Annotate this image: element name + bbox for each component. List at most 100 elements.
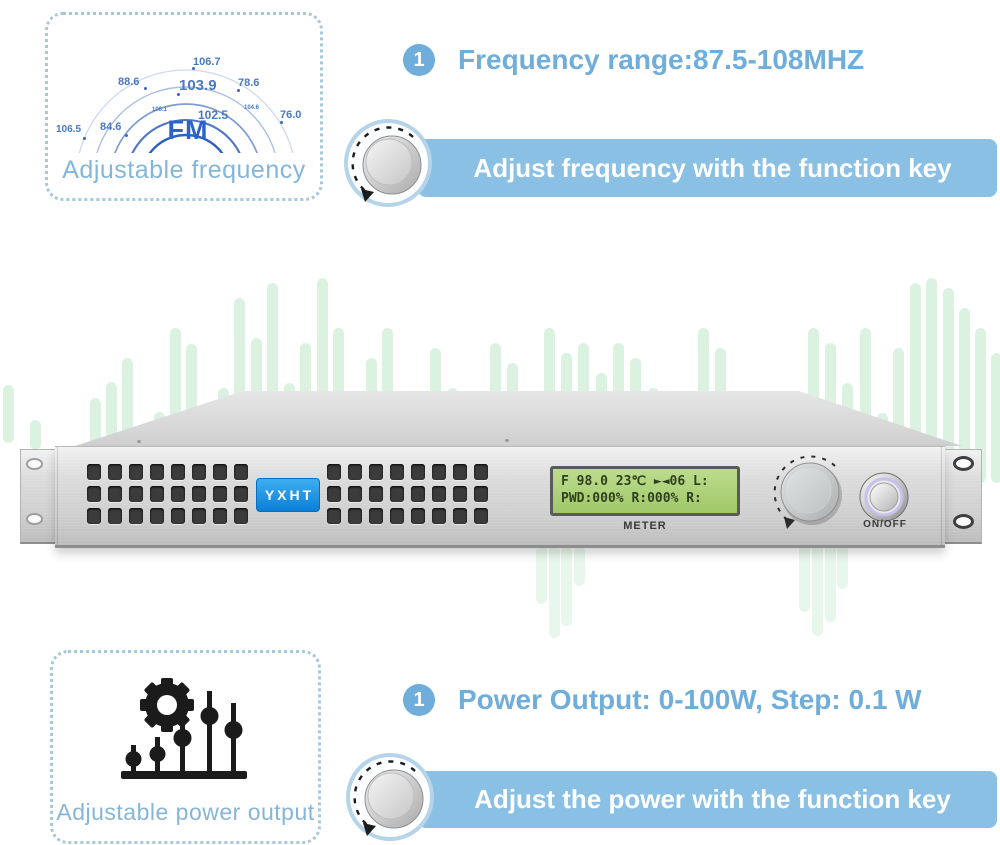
frequency-dot [192, 67, 195, 70]
power-button[interactable] [858, 471, 910, 528]
brand-badge: YXHT [256, 478, 320, 512]
frequency-dot [237, 89, 240, 92]
frequency-label: 104.6 [244, 105, 260, 111]
fm-arcs-diagram [78, 69, 294, 153]
knob-illustration-frequency [343, 118, 433, 208]
vent-hole [453, 486, 467, 502]
vent-hole [213, 464, 227, 480]
vent-hole [87, 464, 101, 480]
vent-hole [327, 486, 341, 502]
screw-dot [137, 440, 141, 443]
vent-hole [411, 508, 425, 524]
vent-hole [192, 508, 206, 524]
vent-hole [192, 486, 206, 502]
frequency-dot [177, 93, 180, 96]
frequency-label: 78.6 [238, 77, 260, 89]
eq-bar [3, 385, 14, 443]
eq-bar [122, 358, 133, 488]
vent-hole [87, 508, 101, 524]
vent-hole [108, 464, 122, 480]
knob-illustration-power [345, 752, 435, 842]
eq-bar [943, 288, 954, 488]
vent-hole [348, 486, 362, 502]
vent-hole [213, 508, 227, 524]
eq-bar [808, 328, 819, 444]
frequency-dot [83, 137, 86, 140]
eq-bar-reflection [549, 546, 560, 638]
vent-hole [171, 464, 185, 480]
function-knob[interactable] [765, 447, 855, 542]
vent-hole [213, 486, 227, 502]
vent-hole [87, 486, 101, 502]
frequency-banner: Adjust frequency with the function key [418, 139, 997, 197]
rack-ear-left [20, 449, 60, 544]
rack-ear-right [942, 449, 982, 544]
eq-bar [698, 328, 709, 444]
vent-hole [390, 464, 404, 480]
eq-bar-reflection [536, 546, 547, 604]
vent-hole [411, 486, 425, 502]
vent-hole [171, 486, 185, 502]
vent-hole [108, 508, 122, 524]
eq-bar-reflection [812, 544, 823, 636]
gear-sliders-icon [119, 675, 251, 792]
vent-hole [432, 486, 446, 502]
frequency-dot [280, 121, 283, 124]
power-feature-panel: Adjustable power output [50, 650, 321, 844]
frequency-label: 100.1 [152, 107, 168, 113]
vent-hole [234, 486, 248, 502]
vent-hole [348, 508, 362, 524]
step-badge-power: 1 [403, 684, 435, 716]
frequency-panel-caption: Adjustable frequency [62, 156, 306, 184]
vent-hole [390, 486, 404, 502]
mounting-hole [953, 456, 974, 471]
eq-bar [975, 328, 986, 483]
frequency-dot [144, 87, 147, 90]
eq-bar [170, 328, 181, 488]
eq-bar-reflection [799, 544, 810, 612]
eq-bar [860, 328, 871, 444]
power-button-label: ON/OFF [863, 519, 907, 530]
eq-bar-reflection [574, 546, 585, 586]
vent-hole [390, 508, 404, 524]
frequency-dot [125, 134, 128, 137]
vent-hole [234, 464, 248, 480]
vent-hole [369, 486, 383, 502]
eq-bar-reflection [825, 544, 836, 622]
eq-bar [317, 278, 328, 488]
screw-dot [505, 439, 509, 442]
vent-hole [171, 508, 185, 524]
fm-text: FM [167, 115, 209, 145]
vent-hole [150, 508, 164, 524]
vent-hole [411, 464, 425, 480]
vent-hole [432, 464, 446, 480]
power-panel-caption: Adjustable power output [56, 799, 315, 825]
mounting-hole [26, 513, 43, 525]
vent-hole [474, 486, 488, 502]
eq-bar [991, 353, 1000, 483]
device-top-surface [75, 391, 962, 446]
vent-hole [453, 464, 467, 480]
panel-seam [57, 447, 58, 545]
eq-bar [959, 308, 970, 488]
vent-hole [369, 508, 383, 524]
meter-label: METER [623, 520, 667, 532]
vent-hole [327, 508, 341, 524]
vent-hole [129, 486, 143, 502]
lcd-line-2: PWD:000% R:000% R: [561, 491, 702, 506]
frequency-label: 102.5 [198, 108, 229, 122]
mounting-hole [26, 458, 43, 470]
vent-hole [474, 508, 488, 524]
mounting-hole [953, 514, 974, 529]
vent-hole [453, 508, 467, 524]
frequency-label: 106.5 [56, 124, 82, 135]
frequency-label: 88.6 [118, 76, 140, 88]
vent-hole [327, 464, 341, 480]
eq-bar-reflection [561, 546, 572, 626]
frequency-label: 106.7 [193, 56, 221, 68]
vent-hole [192, 464, 206, 480]
vent-hole [348, 464, 362, 480]
eq-bar-reflection [837, 544, 848, 589]
vent-hole [150, 486, 164, 502]
